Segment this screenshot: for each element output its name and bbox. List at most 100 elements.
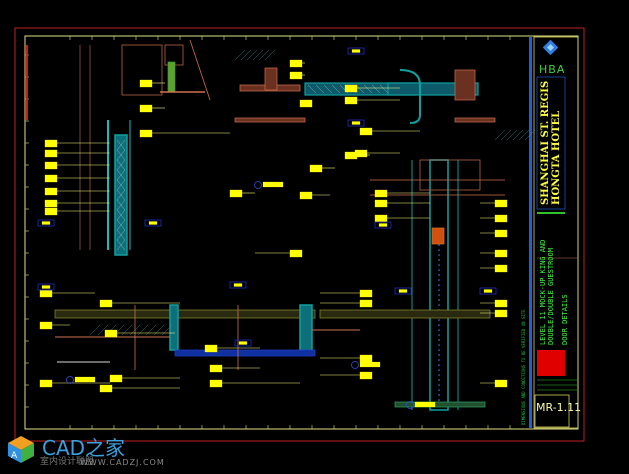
door-detail-drawings[interactable] (37, 39, 536, 411)
hatch-line (240, 49, 252, 61)
annotation-tag (359, 289, 373, 298)
annotation-tag (44, 207, 58, 216)
floor-finish (454, 117, 496, 123)
annotation-tag (204, 344, 218, 353)
annotation-tag (359, 127, 373, 136)
hatch-line (116, 229, 126, 241)
detail-ref-label (351, 121, 361, 125)
hatch-line (234, 49, 246, 61)
insulation-dot (438, 259, 440, 261)
annotation-tag (494, 264, 508, 273)
annotation-tag (359, 354, 373, 363)
hatch-line (116, 199, 126, 211)
insulation-dot (438, 279, 440, 281)
hatch-line (116, 209, 126, 221)
insulation-dot (438, 344, 440, 346)
header-section (121, 44, 163, 96)
hatch-line (161, 324, 173, 336)
detail-ref-label (398, 289, 408, 293)
detail-ref-box (37, 283, 55, 291)
revision-stamp (537, 350, 565, 376)
hba-logo-text: HBA (539, 63, 566, 76)
annotation-tag (344, 151, 358, 160)
hatch-line (355, 84, 365, 94)
annotation-tag (44, 187, 58, 196)
insulation-dot (438, 399, 440, 401)
project-name-line2: HONGTA HOTEL (551, 110, 562, 205)
insulation-dot (438, 324, 440, 326)
insulation-dot (438, 294, 440, 296)
insulation-dot (438, 284, 440, 286)
detail-ref-label (483, 289, 493, 293)
detail-ref-box (347, 119, 365, 127)
annotation-tag (289, 71, 303, 80)
sheet-title: LEVEL 11 MOCK-UP KING AND DOUBLE/DOUBLE … (539, 240, 569, 345)
section-title-tag (74, 376, 96, 383)
hatch-line (323, 84, 333, 94)
insulation-dot (438, 244, 440, 246)
hatch-line (116, 239, 126, 251)
detail-ref-box (347, 47, 365, 55)
jamb-section (169, 304, 179, 351)
section-marker-icon (254, 181, 262, 189)
floor-slab-section (54, 309, 316, 319)
annotation-tag (39, 289, 53, 298)
annotation-tag (299, 191, 313, 200)
insulation-dot (438, 289, 440, 291)
hatch-line (315, 84, 325, 94)
insulation-dot (438, 254, 440, 256)
hatch-line (246, 49, 258, 61)
threshold (174, 349, 316, 357)
sheet-title-line1: LEVEL 11 MOCK-UP KING AND (539, 239, 547, 345)
hatch-line (512, 129, 524, 141)
annotation-tag (44, 139, 58, 148)
hatch-line (363, 84, 373, 94)
general-notes: DIMENSIONS AND CONDITIONS TO BE VERIFIED… (521, 309, 526, 425)
annotation-tag (494, 299, 508, 308)
title-info-rows (537, 379, 577, 391)
detail-ref-box (234, 339, 252, 347)
hatch-line (145, 324, 157, 336)
annotation-tag (374, 214, 388, 223)
annotation-tag (39, 379, 53, 388)
detail-ref-box (229, 281, 247, 289)
annotation-tag (344, 84, 358, 93)
hatch-line (506, 129, 518, 141)
section-marker-icon (66, 376, 74, 384)
title-block-frame (533, 36, 579, 429)
annotation-tag (359, 371, 373, 380)
annotation-tag (289, 59, 303, 68)
section-title-tag (262, 181, 284, 188)
annotation-tag (39, 321, 53, 330)
project-name-line1: SHANGHAI ST. REGIS (540, 80, 551, 205)
insulation-dot (438, 389, 440, 391)
jamb-section (299, 304, 313, 356)
wall-section (454, 69, 476, 101)
insulation-dot (438, 379, 440, 381)
hatch-line (116, 219, 126, 231)
hatch-line (258, 49, 270, 61)
insulation-dot (438, 364, 440, 366)
sheet-outer-frame (14, 27, 585, 442)
annotation-tag (229, 189, 243, 198)
hatch-line (153, 324, 165, 336)
hatch-line (307, 84, 317, 94)
insulation-dot (438, 264, 440, 266)
svg-text:A: A (11, 451, 18, 461)
detail-ref-box (37, 219, 55, 227)
hatch-line (116, 159, 126, 171)
insulation-dot (438, 304, 440, 306)
section-marker-icon (351, 361, 359, 369)
insulation-dot (438, 339, 440, 341)
hatch-line (116, 149, 126, 161)
project-name-box (536, 76, 566, 210)
detail-ref-box (144, 219, 162, 227)
hatch-line (116, 189, 126, 201)
watermark-url: WWW.CADZJ.COM (80, 458, 165, 467)
hatch-line (129, 324, 141, 336)
hatch-line (494, 129, 506, 141)
title-block-strip (529, 37, 532, 428)
detail-ref-box (479, 287, 497, 295)
annotation-tag (494, 229, 508, 238)
